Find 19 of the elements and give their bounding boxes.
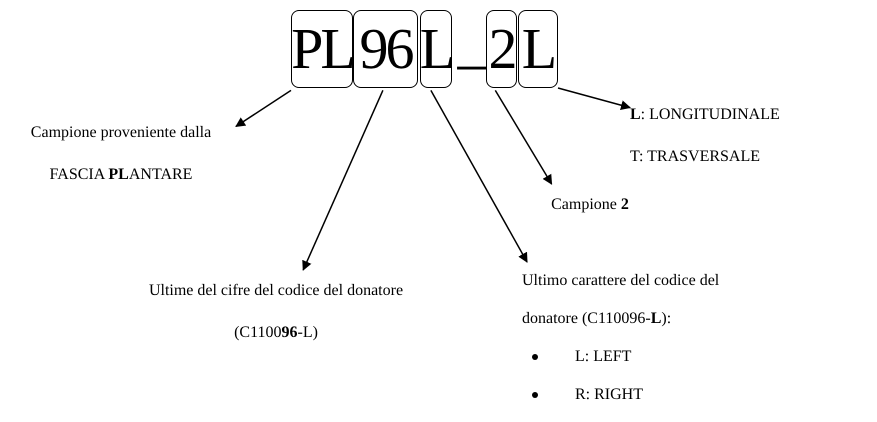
annotation-text: Ultime del cifre del codice del donatore (C110096-L) [148,281,404,343]
code-segment-box: PL [291,10,353,88]
list-item-text: R: RIGHT [575,385,643,405]
annotation-text: Campione proveniente dalla FASCIA PLANTARE [30,123,212,185]
arrow [430,90,528,263]
code-segment-box: L [518,10,558,88]
code-segment-box: L [420,10,452,88]
arrow [302,90,384,271]
list-item-text: L: LEFT [575,347,632,367]
annotation-text: T: TRASVERSALE [630,147,762,167]
code-segment-box: 2 [486,10,517,88]
underscore-label: _ [456,9,488,77]
arrow [558,87,631,110]
code-segment-box: 96 [353,10,418,88]
annotation-text: L: LONGITUDINALE [630,105,781,125]
annotation-text: Campione 2 [550,195,630,215]
arrow [235,90,292,128]
arrow [494,90,552,185]
annotation-text: Ultimo carattere del codice del donatore (C110096-L): [522,271,720,329]
